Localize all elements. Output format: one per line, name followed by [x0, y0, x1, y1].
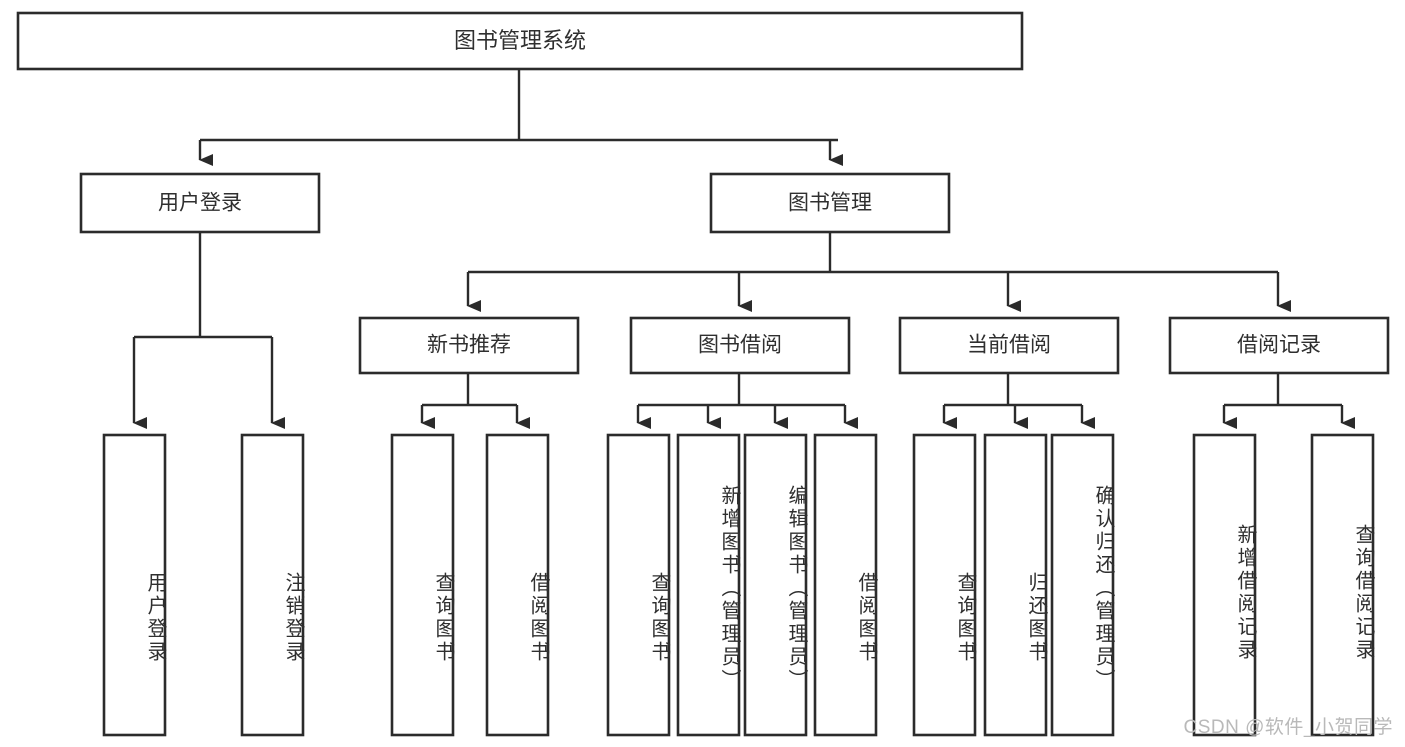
- node-book-borrow[interactable]: 图书借阅: [629, 316, 851, 375]
- leaf-boxes: [102, 433, 1375, 737]
- connector-bookborrow-to-leaves: [636, 373, 858, 429]
- node-new-book-recommend[interactable]: 新书推荐: [358, 316, 580, 375]
- connector-userlogin-to-leaves: [132, 232, 285, 429]
- node-current-borrow[interactable]: 当前借阅: [898, 316, 1120, 375]
- node-leaf-add-borrow-record[interactable]: [1192, 433, 1257, 737]
- node-book-management-label: 图书管理: [788, 192, 872, 215]
- node-leaf-borrow-book-recommend[interactable]: [485, 433, 550, 737]
- node-current-borrow-label: 当前借阅: [967, 334, 1051, 357]
- node-borrow-record-label: 借阅记录: [1237, 334, 1321, 357]
- node-user-login[interactable]: 用户登录: [79, 172, 321, 234]
- node-root-label: 图书管理系统: [454, 28, 586, 53]
- node-leaf-query-borrow-record[interactable]: [1310, 433, 1375, 737]
- node-leaf-user-login[interactable]: [102, 433, 167, 737]
- node-leaf-query-book-current[interactable]: [912, 433, 977, 737]
- node-new-book-recommend-label: 新书推荐: [427, 334, 511, 357]
- connector-borrowrecord-to-leaves: [1222, 373, 1355, 429]
- node-leaf-borrow-book[interactable]: [813, 433, 878, 737]
- node-leaf-confirm-return-admin[interactable]: [1050, 433, 1115, 737]
- node-root[interactable]: 图书管理系统: [16, 11, 1024, 71]
- node-leaf-add-book-admin[interactable]: [676, 433, 741, 737]
- connector-newbook-to-leaves: [420, 373, 530, 429]
- node-user-login-label: 用户登录: [158, 192, 242, 215]
- watermark: CSDN @软件_小贺同学: [1183, 717, 1393, 738]
- node-leaf-return-book[interactable]: [983, 433, 1048, 737]
- node-leaf-edit-book-admin[interactable]: [743, 433, 808, 737]
- connector-root-to-level1: [198, 69, 843, 166]
- node-leaf-query-book-borrow[interactable]: [606, 433, 671, 737]
- node-book-borrow-label: 图书借阅: [698, 334, 782, 357]
- connector-currentborrow-to-leaves: [942, 373, 1095, 429]
- node-leaf-query-book-recommend[interactable]: [390, 433, 455, 737]
- node-book-management[interactable]: 图书管理: [709, 172, 951, 234]
- connector-bookmgmt-to-level2: [466, 232, 1291, 312]
- node-borrow-record[interactable]: 借阅记录: [1168, 316, 1390, 375]
- node-leaf-logout-login[interactable]: [240, 433, 305, 737]
